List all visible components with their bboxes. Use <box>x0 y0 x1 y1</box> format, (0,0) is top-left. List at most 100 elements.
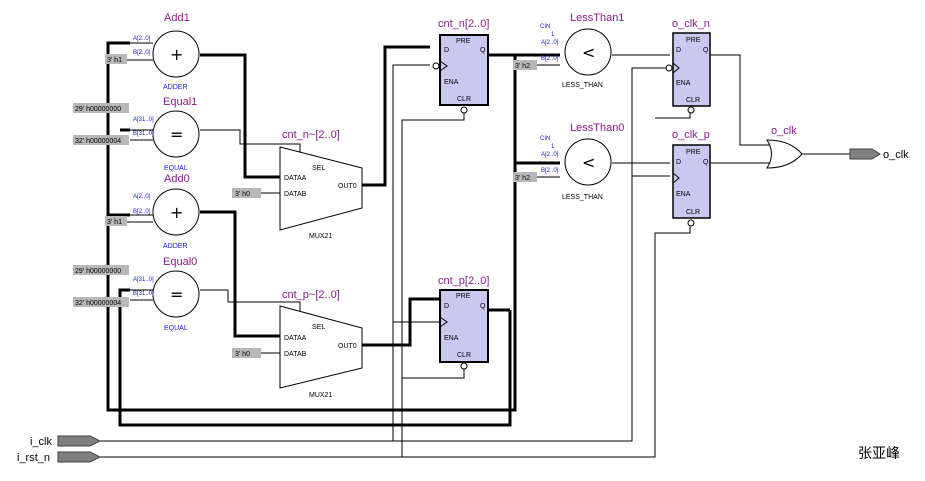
const-label: 3' h2 <box>515 175 530 182</box>
register-pin-d: D <box>444 47 449 54</box>
equal-type: EQUAL <box>164 325 188 332</box>
adder-pin-a: A[2..0] <box>133 194 151 200</box>
lessthan-pin-a: A[2..0] <box>541 152 559 158</box>
port-label: i_rst_n <box>17 452 50 464</box>
register-body <box>439 34 489 106</box>
clock-triangle <box>672 172 680 184</box>
adder-title: Add0 <box>164 173 190 185</box>
equal-title: Equal0 <box>163 256 197 268</box>
mux-pin-sel: SEL <box>312 165 325 172</box>
lessthan-cin-value: 1 <box>551 32 555 38</box>
flop-pin-d: D <box>676 159 681 166</box>
equal-pin-b: B[31..0] <box>133 291 154 297</box>
adder-add0: Add0 + A[2..0] B[2..0] ADDER 3' h1 <box>105 173 200 250</box>
register-body <box>439 289 489 363</box>
register-title: cnt_n[2..0] <box>438 18 489 30</box>
flop-o-clk-p: o_clk_p PRE D Q ENA CLR <box>672 129 711 227</box>
adder-type: ADDER <box>163 84 188 91</box>
flop-o-clk-n: o_clk_n PRE D Q ENA CLR <box>665 18 711 114</box>
const-label: 3' h2 <box>515 63 530 70</box>
adder-pin-a: A[2..0] <box>133 36 151 42</box>
const-label: 3' h0 <box>235 351 250 358</box>
inversion-bubble <box>687 106 695 114</box>
equal-symbol: = <box>170 285 183 304</box>
const-box <box>232 188 261 198</box>
equal-symbol: = <box>170 125 183 144</box>
input-port-shape <box>57 451 102 463</box>
register-pin-clr: CLR <box>457 96 471 103</box>
const-box <box>73 103 129 113</box>
const-label: 32' h00000004 <box>75 138 121 145</box>
lessthan-body <box>564 138 612 186</box>
mux-title: cnt_n~[2..0] <box>282 129 340 141</box>
equal-body <box>152 270 200 318</box>
lessthan-cin-value: 1 <box>551 144 555 150</box>
register-pin-q: Q <box>480 47 486 54</box>
adder-body <box>152 188 200 236</box>
mux-pin-dataa: DATAA <box>284 335 307 342</box>
lessthan-pin-cin: CIN <box>540 136 550 142</box>
lessthan-pin-b: B[2..0] <box>541 56 559 62</box>
const-box <box>105 54 127 64</box>
const-box <box>232 348 261 358</box>
output-port-shape <box>849 148 881 160</box>
register-pin-d: D <box>444 303 449 310</box>
flop-pin-q: Q <box>703 47 709 54</box>
flop-pin-pre: PRE <box>686 37 701 44</box>
const-label: 29' h00000000 <box>75 106 121 113</box>
wires <box>100 41 850 458</box>
clock-triangle <box>439 316 448 328</box>
output-port-clk: o_clk <box>849 148 909 161</box>
clock-triangle <box>672 62 680 74</box>
adder-type: ADDER <box>163 243 188 250</box>
lessthan-symbol: < <box>582 153 595 172</box>
flop-title: o_clk_n <box>672 18 710 30</box>
flop-body <box>672 144 711 219</box>
lessthan-pin-cin: CIN <box>540 24 550 30</box>
adder-title: Add1 <box>164 12 190 24</box>
equal-pin-a: A[31..0] <box>133 117 154 123</box>
register-pin-q: Q <box>480 303 486 310</box>
or-gate-o-clk: o_clk <box>766 125 803 169</box>
register-cnt-n: cnt_n[2..0] PRE D Q ENA CLR <box>432 18 489 114</box>
lessthan-type: LESS_THAN <box>562 194 603 201</box>
flop-pin-ena: ENA <box>676 80 691 87</box>
register-pin-clr: CLR <box>457 352 471 359</box>
mux-body <box>279 146 363 231</box>
mux-body <box>279 305 363 389</box>
flop-pin-ena: ENA <box>676 191 691 198</box>
register-cnt-p: cnt_p[2..0] PRE D Q ENA CLR <box>438 275 489 370</box>
comparator-equal0: Equal0 = A[31..0] B[31..0] EQUAL 29' h00… <box>73 256 200 332</box>
lessthan-type: LESS_THAN <box>562 82 603 89</box>
equal-title: Equal1 <box>163 96 197 108</box>
adder-symbol: + <box>170 203 183 222</box>
inversion-bubble <box>460 106 468 114</box>
equal-pin-b: B[31..0] <box>133 131 154 137</box>
const-box <box>513 60 537 70</box>
const-box <box>105 216 127 226</box>
const-label: 3' h0 <box>235 191 250 198</box>
flop-title: o_clk_p <box>672 129 710 141</box>
mux-title: cnt_p~[2..0] <box>282 289 340 301</box>
flop-pin-q: Q <box>703 159 709 166</box>
lessthan-title: LessThan1 <box>570 12 624 24</box>
const-box <box>513 172 537 182</box>
input-port-clk: i_clk <box>30 435 102 448</box>
const-label: 32' h00000004 <box>75 300 121 307</box>
register-pin-ena: ENA <box>444 335 459 342</box>
register-pin-pre: PRE <box>456 38 471 45</box>
equal-body <box>152 110 200 158</box>
const-label: 3' h1 <box>107 57 122 64</box>
register-pin-ena: ENA <box>444 79 459 86</box>
lessthan-pin-b: B[2..0] <box>541 168 559 174</box>
comparator-equal1: Equal1 = A[31..0] B[31..0] EQUAL 29' h00… <box>73 96 200 172</box>
lessthan-symbol: < <box>582 43 595 62</box>
mux-pin-dataa: DATAA <box>284 175 307 182</box>
mux-cnt-n: cnt_n~[2..0] SEL DATAA DATAB OUT0 MUX21 … <box>232 129 363 240</box>
const-label: 3' h1 <box>107 219 122 226</box>
const-box <box>73 135 129 145</box>
inversion-bubble <box>665 64 673 72</box>
mux-pin-out: OUT0 <box>338 343 357 350</box>
flop-pin-d: D <box>676 47 681 54</box>
